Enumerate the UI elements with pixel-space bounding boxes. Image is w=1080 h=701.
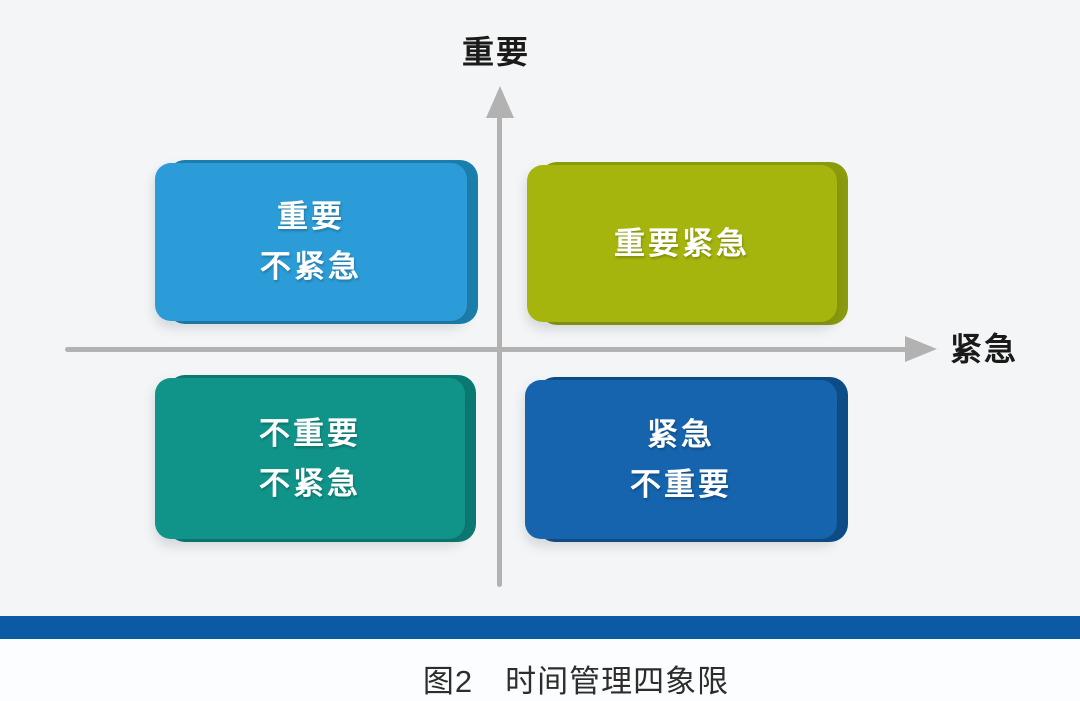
figure-caption: 图2 时间管理四象限: [422, 664, 730, 699]
quadrant-label-line: 不重要: [630, 466, 732, 502]
horizontal-axis-line: [65, 347, 910, 352]
horizontal-axis-label: 紧急: [950, 331, 1019, 367]
quadrant-label-line: 不紧急: [259, 465, 361, 501]
divider-bar: [0, 616, 1080, 639]
quadrant-face: 重要 不紧急: [155, 163, 467, 321]
quadrant-label-line: 紧急: [647, 416, 715, 452]
quadrant-label-line: 不重要: [259, 415, 361, 451]
quadrant-urgent-not-important: 紧急 不重要: [525, 377, 848, 542]
quadrant-face: 紧急 不重要: [525, 380, 837, 539]
quadrant-label-line: 重要紧急: [614, 225, 750, 261]
right-arrow-icon: [905, 336, 937, 362]
quadrant-not-important-not-urgent: 不重要 不紧急: [155, 375, 476, 542]
quadrant-face: 重要紧急: [527, 165, 837, 322]
quadrant-diagram: 重要 紧急 重要 不紧急 重要紧急 不重要 不紧急 紧急 不重要: [65, 34, 1019, 587]
quadrant-label-line: 不紧急: [260, 249, 362, 284]
vertical-axis-label: 重要: [462, 34, 531, 70]
quadrant-face: 不重要 不紧急: [155, 378, 465, 539]
up-arrow-icon: [486, 86, 514, 118]
quadrant-important-not-urgent: 重要 不紧急: [155, 160, 478, 324]
quadrant-label-line: 重要: [277, 199, 345, 235]
quadrant-important-urgent: 重要紧急: [527, 162, 848, 325]
